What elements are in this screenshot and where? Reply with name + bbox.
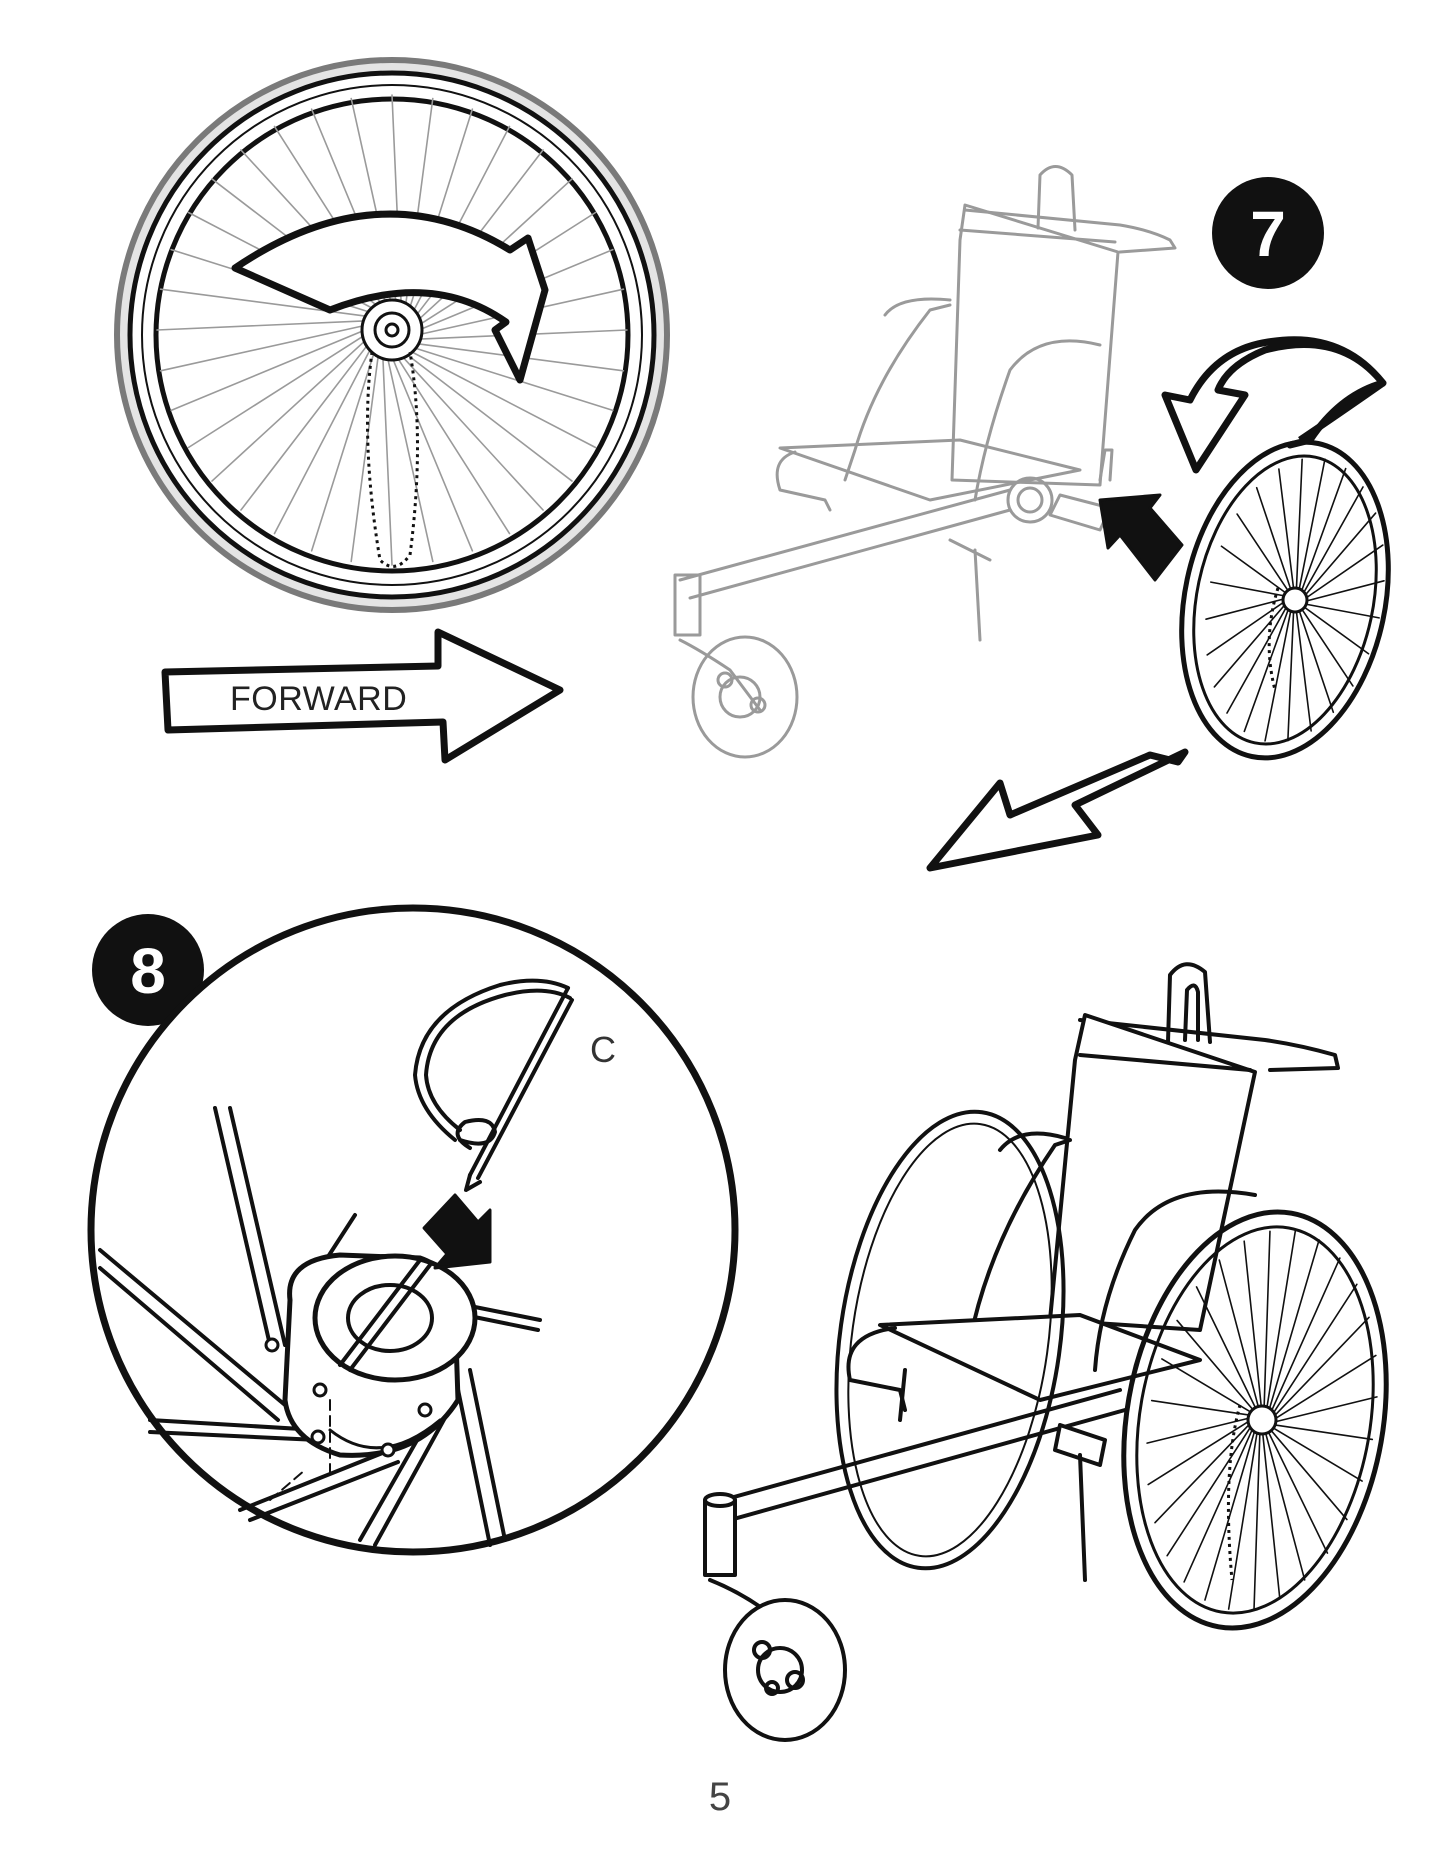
chair-big-wheel (1121, 1209, 1389, 1631)
wheel-spoke (1183, 1427, 1254, 1583)
wheel-spoke (1269, 1428, 1348, 1521)
wheel-spoke (1265, 1230, 1297, 1410)
hub-detail-circle (87, 904, 739, 1556)
wheel-spoke (1253, 1431, 1261, 1610)
wheel-spoke (1264, 608, 1292, 742)
wheel-spoke (1268, 1239, 1320, 1412)
wheel-spoke (156, 319, 371, 331)
step-8-number: 8 (130, 935, 166, 1007)
wheel-spoke (1300, 607, 1354, 687)
wheel-spoke (1236, 513, 1290, 593)
wheel-spoke (1204, 1428, 1256, 1601)
wheelchair-assembled-illustration (703, 962, 1340, 1742)
wheel-spoke (1261, 1431, 1281, 1600)
wheel-spoke (402, 350, 573, 482)
wheel-spoke (1147, 1419, 1251, 1486)
wheel-spoke (408, 345, 614, 412)
push-down-arrow-icon (422, 1193, 492, 1270)
wheel-spoke (398, 352, 544, 511)
wheel-spoke (1303, 512, 1377, 598)
wheel-spoke (1146, 1417, 1251, 1444)
wheel-spoke (1271, 1283, 1358, 1416)
wheel-spoke (350, 349, 380, 563)
wheel-spoke (1302, 605, 1370, 655)
wheel-spoke (1270, 1257, 1341, 1413)
detached-wheel-illustration (1179, 439, 1391, 761)
wheel-spoke (1300, 467, 1347, 593)
wheel-spoke (1278, 468, 1295, 591)
push-in-arrow-icon (1098, 493, 1184, 582)
wheel-spoke (1255, 486, 1293, 592)
wheel-spoke (1272, 1423, 1374, 1441)
wheel-spoke (1295, 458, 1303, 591)
wheel-spoke (1273, 1396, 1378, 1423)
rotate-clockwise-arrow-icon (231, 210, 549, 384)
wheel-spoke (187, 332, 369, 449)
wheel-spoke (1227, 1430, 1259, 1610)
chair-illustration-faint (673, 165, 1177, 759)
wheel-spoke (1297, 608, 1335, 714)
wheel-spoke (1303, 603, 1380, 619)
wheel-spoke (1287, 609, 1295, 742)
wheel-spoke (310, 346, 377, 552)
wheel-spoke (1161, 1358, 1254, 1414)
wheel-spoke (1298, 458, 1326, 592)
wheel-spoke (1154, 1422, 1252, 1524)
wheel-spoke (405, 348, 597, 449)
wheel-spoke (1295, 609, 1312, 732)
wheel-spoke (1150, 1399, 1252, 1417)
pin-c-illustration (413, 978, 574, 1192)
wheel-spoke (1264, 1430, 1306, 1581)
wheel-spoke (1263, 1230, 1271, 1409)
wheel-spoke (211, 336, 370, 482)
curved-arrow-tail (1286, 379, 1387, 449)
forward-arrow-icon: FORWARD (161, 628, 564, 764)
wheel-spoke (385, 352, 434, 563)
forward-label: FORWARD (230, 680, 407, 718)
wheel-spoke (240, 340, 372, 511)
step-8-badge: 8 (92, 914, 204, 1026)
wheel-spoke (1226, 605, 1288, 714)
wheel-spoke (381, 351, 393, 566)
wheel-spoke (170, 327, 369, 412)
wheel-spoke (1304, 580, 1385, 603)
rotate-counterclockwise-arrow-icon (1161, 336, 1386, 474)
wheel-spoke (1210, 581, 1287, 597)
wheel-spoke (1195, 1286, 1258, 1411)
wheel-spoke (1220, 545, 1288, 595)
wheel-spoke (389, 353, 474, 552)
wheel-spoke (1213, 602, 1287, 688)
wheel-spoke (1218, 1259, 1260, 1410)
wheel-spoke (1176, 1319, 1255, 1412)
wheel-spoke (273, 343, 374, 535)
wheel-spoke (1272, 1316, 1370, 1418)
wheel-spoke (394, 353, 511, 535)
wheel-spoke (1166, 1424, 1253, 1557)
wheel-spoke (1205, 597, 1286, 620)
pull-out-arrow-icon (926, 748, 1189, 872)
wheel-spoke (1243, 1240, 1263, 1409)
part-c-callout: C (590, 1029, 616, 1070)
step-7-badge: 7 (1212, 177, 1324, 289)
wheel-spoke (1270, 1426, 1363, 1482)
wheel-spoke (159, 288, 373, 318)
wheel-spoke (1266, 1429, 1329, 1554)
wheel-spoke (1243, 607, 1290, 733)
wheel-spoke (1273, 1354, 1377, 1421)
wheel-spoke (159, 323, 370, 372)
step-7-number: 7 (1250, 198, 1286, 270)
wheel-spoke (1304, 544, 1384, 600)
page-number: 5 (709, 1775, 731, 1819)
large-wheel-illustration (114, 57, 670, 613)
wheel-spoke (1302, 486, 1364, 595)
